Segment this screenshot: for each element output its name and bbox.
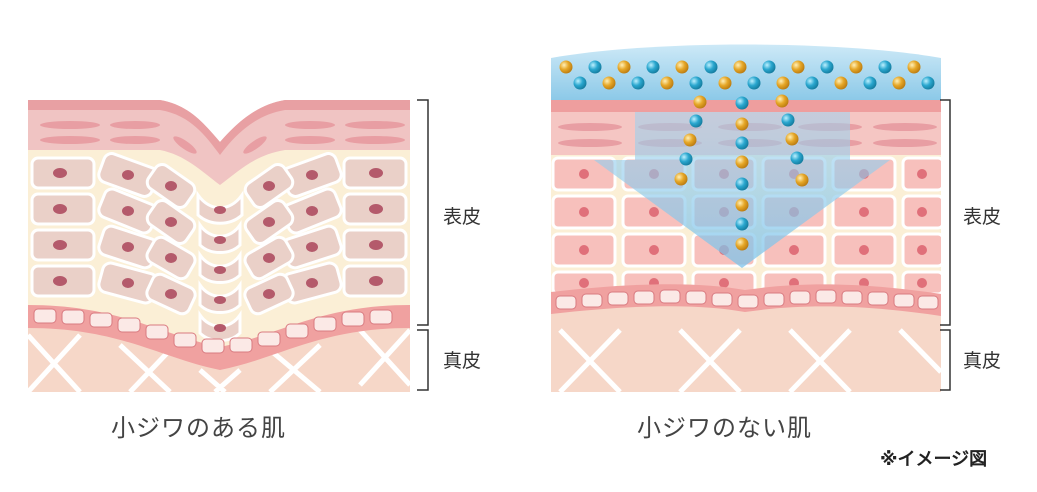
gold-bead (735, 198, 749, 212)
left-corneum-streaks (40, 121, 405, 154)
blue-bead (878, 60, 892, 74)
blue-bead (704, 60, 718, 74)
blue-bead (762, 60, 776, 74)
gold-bead (775, 94, 789, 108)
left-skin-diagram (28, 100, 410, 392)
gold-bead (733, 60, 747, 74)
blue-bead (735, 96, 749, 110)
blue-bead (735, 136, 749, 150)
blue-bead (781, 113, 795, 127)
right-dermis (551, 302, 941, 392)
gold-bead (718, 76, 732, 90)
gold-bead (776, 76, 790, 90)
gold-bead (907, 60, 921, 74)
gold-bead (834, 76, 848, 90)
blue-bead (689, 76, 703, 90)
left-epidermis-label: 表皮 (443, 206, 482, 228)
illustration-note: ※イメージ図 (880, 449, 988, 470)
blue-bead (805, 76, 819, 90)
left-surface-line (28, 100, 410, 155)
gold-bead (602, 76, 616, 90)
right-dermis-label: 真皮 (963, 350, 1002, 372)
blue-bead (631, 76, 645, 90)
gold-bead (683, 133, 697, 147)
left-dermis-label: 真皮 (443, 350, 482, 372)
right-dermis-fibers (558, 328, 941, 392)
blue-bead (790, 151, 804, 165)
gold-bead (693, 95, 707, 109)
gold-bead (735, 237, 749, 251)
gold-bead (735, 155, 749, 169)
gold-bead (791, 60, 805, 74)
left-caption: 小ジワのある肌 (111, 414, 286, 442)
gold-bead (617, 60, 631, 74)
gold-bead (735, 117, 749, 131)
left-brackets (417, 99, 429, 391)
right-skin-diagram (551, 100, 941, 392)
blue-bead (735, 217, 749, 231)
gold-bead (559, 60, 573, 74)
gold-bead (849, 60, 863, 74)
gold-bead (660, 76, 674, 90)
left-basal-cells (33, 308, 393, 354)
right-epidermis-label: 表皮 (963, 206, 1002, 228)
gold-bead (675, 60, 689, 74)
gold-bead (785, 132, 799, 146)
left-cell-nuclei (53, 168, 383, 332)
gold-bead (674, 172, 688, 186)
gold-bead (892, 76, 906, 90)
blue-bead (921, 76, 935, 90)
blue-bead (747, 76, 761, 90)
blue-bead (689, 114, 703, 128)
right-caption: 小ジワのない肌 (637, 414, 812, 442)
blue-bead (646, 60, 660, 74)
blue-bead (820, 60, 834, 74)
ingredient-beads (559, 60, 935, 251)
blue-bead (573, 76, 587, 90)
blue-bead (679, 152, 693, 166)
blue-bead (863, 76, 877, 90)
blue-bead (735, 177, 749, 191)
gold-bead (795, 173, 809, 187)
left-dermis-fibers (28, 328, 410, 392)
right-basal-cells (555, 289, 939, 310)
blue-bead (588, 60, 602, 74)
right-brackets (940, 99, 951, 391)
